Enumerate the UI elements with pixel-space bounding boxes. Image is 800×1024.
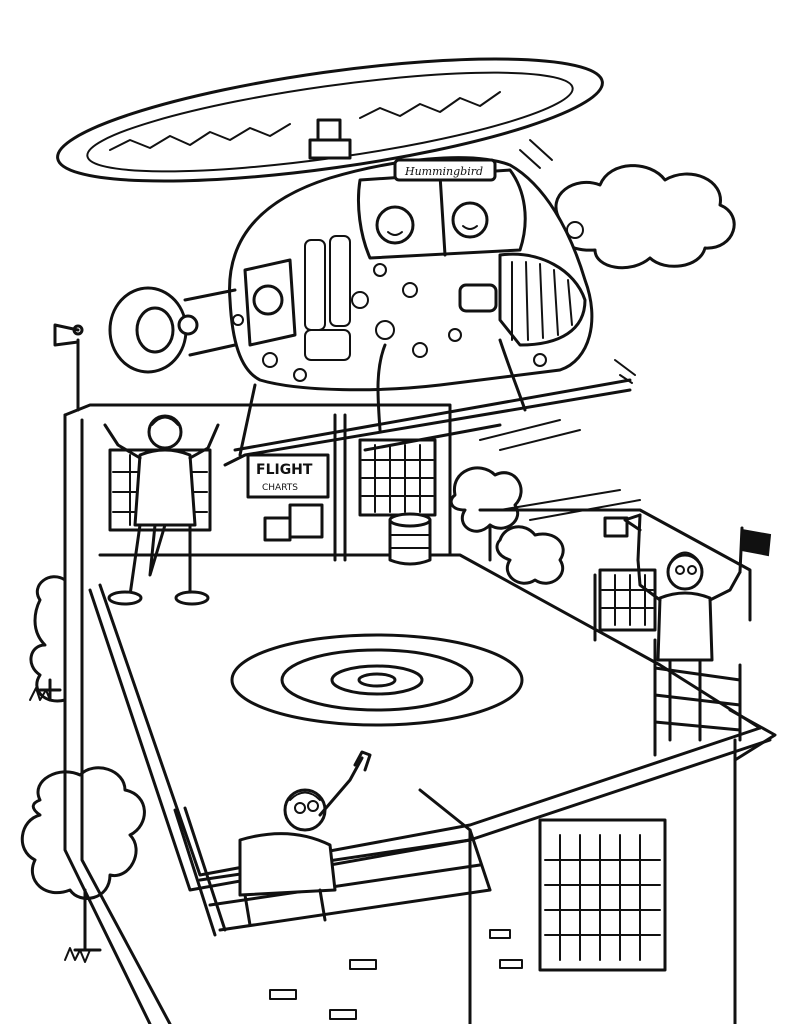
helipad-roof [98, 553, 762, 730]
helicopter: Hummingbird [108, 118, 632, 467]
person-with-flags [623, 513, 772, 742]
cargo-box [263, 503, 324, 542]
windsock [53, 323, 84, 412]
flight-sign-text: FLIGHT [256, 462, 313, 478]
barrel [388, 512, 432, 566]
tree [449, 466, 523, 562]
flight-sign: FLIGHT CHARTS [246, 453, 330, 499]
helipad-target [230, 633, 524, 727]
tree [29, 575, 67, 703]
adjacent-building [478, 508, 752, 642]
flight-sign-subtext: CHARTS [262, 483, 298, 493]
person-waving [103, 414, 220, 606]
motion-lines [479, 139, 641, 521]
helicopter-name-text: Hummingbird [404, 165, 483, 178]
person-crouching [238, 750, 372, 927]
grass [29, 687, 91, 963]
tree [495, 525, 565, 585]
cloud [554, 164, 736, 270]
building [63, 413, 772, 1024]
